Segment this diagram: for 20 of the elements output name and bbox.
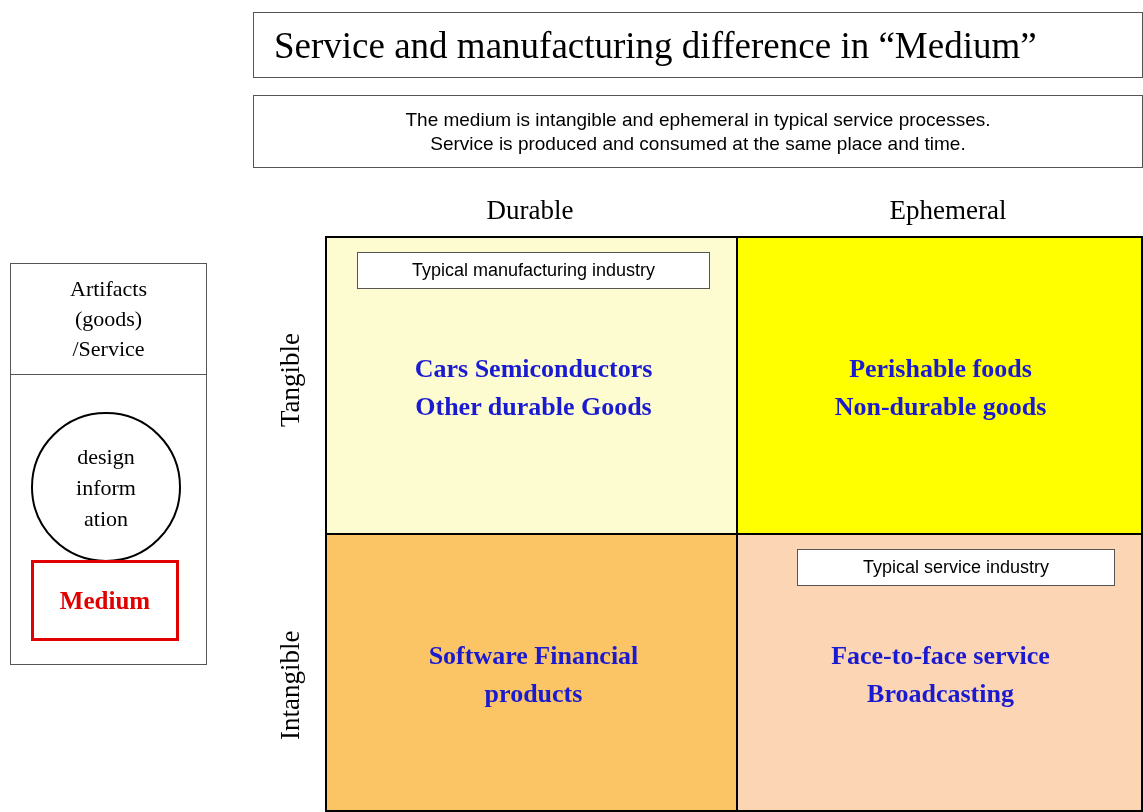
row-heading: Intangible [273,629,306,742]
item-list: Software Financial products [367,615,700,735]
panel-box [10,263,207,665]
item-list: Perishable foods Non-durable goods [768,328,1113,448]
tag-box: Typical manufacturing industry [357,252,710,289]
quadrant [325,535,738,812]
panel-heading: Artifacts (goods) /Service [11,264,206,375]
note-box: The medium is intangible and ephemeral in typical service processes. Service is produced and consumed at the same place and time. [253,95,1143,168]
title-box: Service and manufacturing difference in “Medium” [253,12,1143,78]
quadrant [738,236,1143,535]
tag-box: Typical service industry [797,549,1115,586]
quadrant [738,535,1143,812]
item-list: Cars Semiconductors Other durable Goods [367,318,700,458]
column-heading: Durable [485,193,575,227]
quadrant [325,236,738,535]
column-heading: Ephemeral [888,193,1008,227]
medium-box: Medium [31,560,179,641]
item-list: Face-to-face service Broadcasting [768,615,1113,735]
row-heading: Tangible [273,331,306,430]
circle-node: design inform ation [31,412,181,562]
